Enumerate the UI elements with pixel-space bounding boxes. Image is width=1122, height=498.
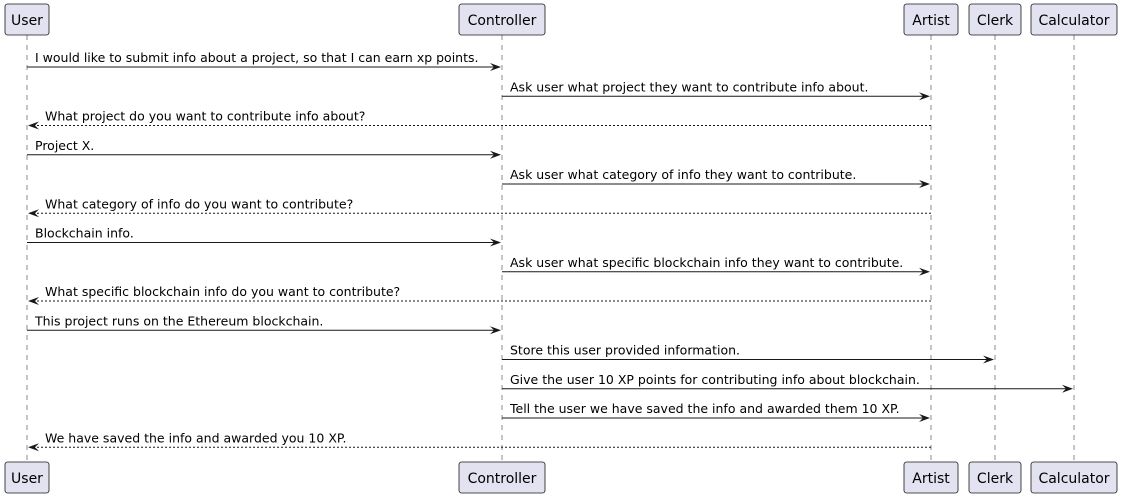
message-7: Blockchain info. bbox=[27, 226, 501, 247]
participant-user-top: User bbox=[4, 3, 50, 36]
message-6: What category of info do you want to con… bbox=[28, 196, 931, 218]
participant-label: Controller bbox=[468, 13, 537, 29]
arrowhead-icon bbox=[490, 150, 501, 159]
participant-box bbox=[4, 461, 50, 494]
message-label: This project runs on the Ethereum blockc… bbox=[34, 313, 323, 328]
participant-user-bottom: User bbox=[4, 461, 50, 494]
message-10: This project runs on the Ethereum blockc… bbox=[27, 313, 501, 335]
message-12: Give the user 10 XP points for contribut… bbox=[502, 372, 1073, 393]
arrowhead-icon bbox=[919, 267, 930, 276]
message-2: Ask user what project they want to contr… bbox=[502, 79, 930, 101]
arrowhead-icon bbox=[919, 414, 930, 422]
message-label: I would like to submit info about a proj… bbox=[35, 50, 479, 65]
participant-label: User bbox=[11, 13, 43, 29]
message-11: Store this user provided information. bbox=[502, 343, 994, 364]
participant-box bbox=[968, 461, 1022, 494]
arrowhead-icon bbox=[490, 326, 501, 335]
participant-clerk-top: Clerk bbox=[968, 3, 1022, 36]
arrowhead-icon bbox=[28, 297, 39, 305]
message-label: What project do you want to contribute i… bbox=[45, 109, 365, 124]
participant-calculator-bottom: Calculator bbox=[1030, 461, 1118, 494]
message-1: I would like to submit info about a proj… bbox=[27, 50, 501, 71]
arrowhead-icon bbox=[28, 121, 39, 130]
message-4: Project X. bbox=[27, 138, 501, 159]
message-8: Ask user what specific blockchain info t… bbox=[502, 255, 930, 276]
message-label: Store this user provided information. bbox=[510, 343, 740, 358]
participant-label: Artist bbox=[912, 471, 950, 487]
message-label: Blockchain info. bbox=[35, 226, 134, 241]
message-label: Ask user what specific blockchain info t… bbox=[510, 255, 903, 270]
message-14: We have saved the info and awarded you 1… bbox=[28, 430, 931, 452]
participant-label: Calculator bbox=[1038, 471, 1109, 487]
arrowhead-icon bbox=[28, 209, 39, 218]
message-9: What specific blockchain info do you wan… bbox=[28, 284, 931, 305]
message-label: Tell the user we have saved the info and… bbox=[509, 401, 900, 416]
arrowhead-icon bbox=[490, 238, 501, 247]
participant-label: Clerk bbox=[977, 13, 1014, 29]
participant-label: Controller bbox=[468, 471, 537, 487]
participant-box bbox=[458, 461, 546, 494]
participant-controller-top: Controller bbox=[458, 3, 546, 36]
participant-box bbox=[903, 461, 959, 494]
participant-box bbox=[903, 3, 959, 36]
message-label: What specific blockchain info do you wan… bbox=[45, 284, 400, 299]
message-label: What category of info do you want to con… bbox=[45, 196, 353, 211]
message-label: Ask user what project they want to contr… bbox=[510, 79, 868, 94]
participant-box bbox=[458, 3, 546, 36]
participant-box bbox=[4, 3, 50, 36]
participant-box bbox=[968, 3, 1022, 36]
arrowhead-icon bbox=[983, 355, 994, 364]
participant-box bbox=[1030, 3, 1118, 36]
message-3: What project do you want to contribute i… bbox=[28, 109, 931, 130]
arrowhead-icon bbox=[490, 63, 501, 71]
message-label: Give the user 10 XP points for contribut… bbox=[510, 372, 920, 387]
arrowhead-icon bbox=[919, 92, 930, 101]
message-label: We have saved the info and awarded you 1… bbox=[45, 430, 346, 445]
participant-label: Clerk bbox=[977, 471, 1014, 487]
message-13: Tell the user we have saved the info and… bbox=[502, 401, 930, 422]
participant-label: Calculator bbox=[1038, 13, 1109, 29]
participant-artist-top: Artist bbox=[903, 3, 959, 36]
participant-clerk-bottom: Clerk bbox=[968, 461, 1022, 494]
participant-label: User bbox=[11, 471, 43, 487]
message-label: Ask user what category of info they want… bbox=[510, 167, 856, 182]
participant-label: Artist bbox=[912, 13, 950, 29]
participant-box bbox=[1030, 461, 1118, 494]
participant-controller-bottom: Controller bbox=[458, 461, 546, 494]
arrowhead-icon bbox=[1062, 384, 1073, 393]
participant-calculator-top: Calculator bbox=[1030, 3, 1118, 36]
message-5: Ask user what category of info they want… bbox=[502, 167, 930, 188]
participant-artist-bottom: Artist bbox=[903, 461, 959, 494]
arrowhead-icon bbox=[919, 180, 930, 188]
arrowhead-icon bbox=[28, 443, 39, 452]
message-label: Project X. bbox=[35, 138, 94, 153]
